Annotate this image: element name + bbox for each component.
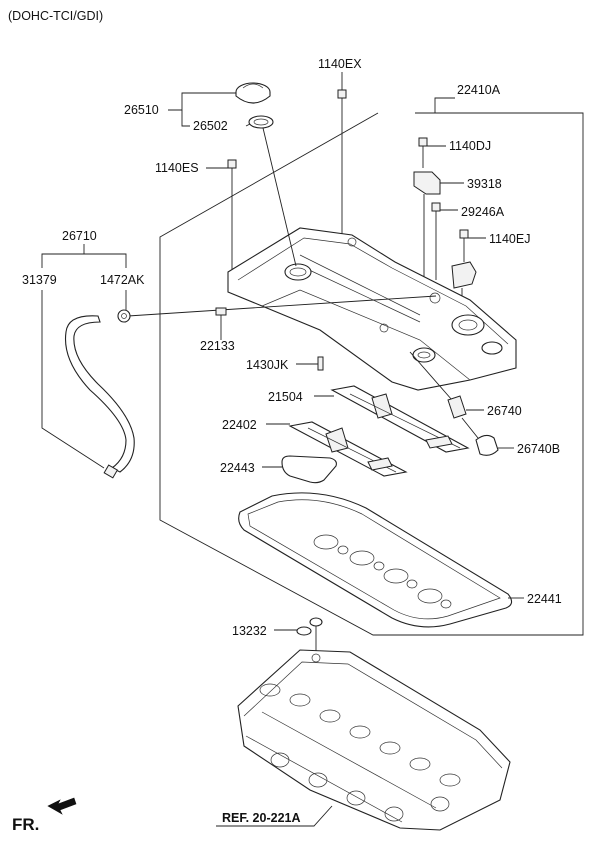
seal-13232 — [296, 617, 323, 652]
bolt-1140ej — [459, 229, 469, 262]
callout-22443: 22443 — [220, 461, 255, 475]
gasket-22443 — [281, 455, 337, 484]
front-label: FR. — [12, 815, 39, 834]
baffle-plate-21504 — [330, 385, 470, 453]
callout-26510: 26510 — [124, 103, 159, 117]
cylinder-head — [237, 649, 511, 831]
cover-gasket-22441 — [238, 492, 513, 628]
callout-29246a: 29246A — [461, 205, 505, 219]
pipe-22133 — [215, 307, 227, 330]
callout-1140dj: 1140DJ — [449, 139, 491, 153]
callout-1430jk: 1430JK — [246, 358, 289, 372]
callout-26710: 26710 — [62, 229, 97, 243]
callout-1140ex: 1140EX — [318, 57, 362, 71]
callout-1140es: 1140ES — [155, 161, 199, 175]
callout-22133: 22133 — [200, 339, 235, 353]
callout-26740b: 26740B — [517, 442, 560, 456]
pcv-valve-1472ak — [117, 309, 131, 323]
cap-26740b — [461, 417, 499, 456]
reference-label: REF. 20-221A — [222, 811, 301, 825]
pcv-leader — [127, 295, 437, 317]
baffle-plate-22402 — [288, 421, 408, 477]
callout-leaders — [41, 72, 524, 827]
cylinder-head-cover — [227, 227, 517, 391]
bolt-1140dj — [418, 137, 428, 168]
callout-1140ej: 1140EJ — [489, 232, 530, 246]
spark-plug-seal-26740 — [409, 351, 467, 419]
clamp-leader — [41, 290, 105, 469]
cap-gasket-leader — [262, 127, 297, 267]
breather-hose — [64, 315, 135, 479]
callout-31379: 31379 — [22, 273, 57, 287]
callout-22441: 22441 — [527, 592, 562, 606]
bolt-29246a — [431, 202, 441, 280]
callout-22402: 22402 — [222, 418, 257, 432]
callout-22410a: 22410A — [457, 83, 501, 97]
assembly-frame — [159, 112, 584, 636]
callout-26502: 26502 — [193, 119, 228, 133]
front-direction-arrow-icon — [47, 797, 77, 815]
callout-13232: 13232 — [232, 624, 267, 638]
dowel-1430jk — [317, 356, 324, 371]
callout-21504: 21504 — [268, 390, 303, 404]
variant-header: (DOHC-TCI/GDI) — [8, 9, 103, 23]
callout-1472ak: 1472AK — [100, 273, 145, 287]
oil-filler-cap — [235, 82, 271, 104]
filler-cap-gasket — [248, 115, 274, 129]
callout-39318: 39318 — [467, 177, 502, 191]
callout-26740: 26740 — [487, 404, 522, 418]
